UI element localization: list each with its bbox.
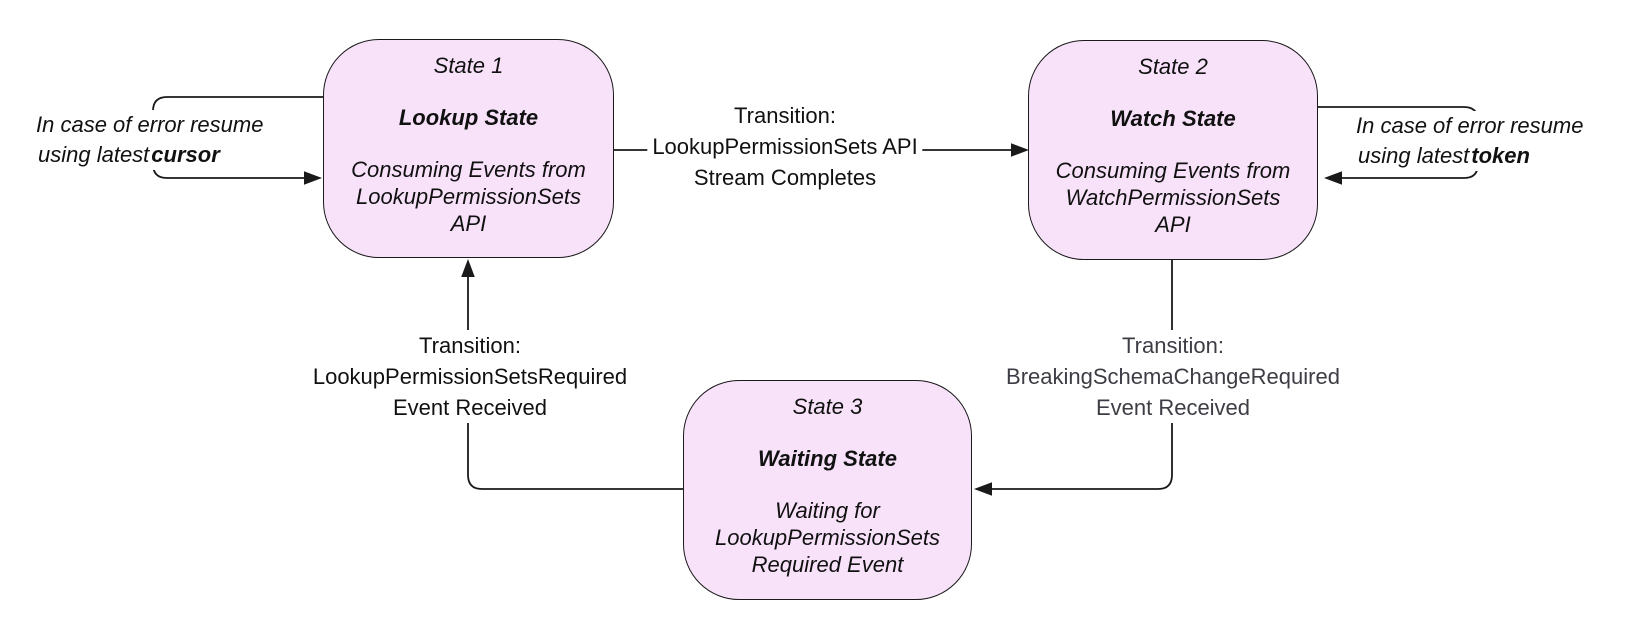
transition-label-line: Event Received [387, 392, 553, 423]
state-description: Waiting for LookupPermissionSets Require… [714, 498, 940, 577]
error-note-line: using latest cursor [34, 140, 222, 170]
error-note-keyword: token [1471, 143, 1530, 168]
arrowhead-lookup-to-watch-icon [1011, 143, 1029, 157]
transition-label-line: Stream Completes [688, 162, 882, 193]
arrowhead-lookup-error-loop-icon [304, 171, 322, 185]
state-description: Consuming Events from WatchPermissionSet… [1055, 158, 1291, 237]
state-number: State 2 [1138, 54, 1208, 79]
arrow-watch-to-waiting [992, 260, 1173, 490]
transition-label-lookup-to-watch: Transition: LookupPermissionSets API Str… [647, 100, 923, 193]
transition-label-line: LookupPermissionSets API [647, 131, 923, 162]
transition-label-line: BreakingSchemaChangeRequired [1001, 361, 1345, 392]
transition-label-line: Transition: [414, 330, 526, 361]
state-description: Consuming Events from LookupPermissionSe… [351, 157, 586, 236]
state-title: Waiting State [758, 446, 897, 471]
arrowhead-watch-to-waiting-icon [974, 482, 992, 496]
error-note-keyword: cursor [151, 142, 220, 167]
state-node-watch: State 2 Watch State Consuming Events fro… [1028, 40, 1318, 260]
error-note-line: In case of error resume [1354, 111, 1586, 141]
arrowhead-waiting-to-lookup-icon [461, 259, 475, 277]
state-title: Watch State [1110, 106, 1236, 131]
transition-label-waiting-to-lookup: Transition: LookupPermissionSetsRequired… [307, 330, 633, 423]
state-number: State 3 [792, 394, 863, 419]
transition-label-watch-to-waiting: Transition: BreakingSchemaChangeRequired… [1001, 330, 1345, 423]
transition-label-line: Event Received [1090, 392, 1256, 423]
transition-label-line: Transition: [1117, 330, 1229, 361]
transition-label-line: Transition: [729, 100, 841, 131]
state-node-waiting: State 3 Waiting State Waiting for Lookup… [683, 380, 972, 600]
error-note-line: using latest token [1354, 141, 1532, 171]
arrow-waiting-to-lookup [467, 277, 683, 490]
error-note-cursor: In case of error resume using latest cur… [34, 110, 266, 170]
state-node-lookup: State 1 Lookup State Consuming Events fr… [323, 39, 614, 258]
arrowhead-watch-error-loop-icon [1324, 171, 1342, 185]
error-note-line: In case of error resume [34, 110, 266, 140]
state-title: Lookup State [398, 105, 539, 130]
error-note-token: In case of error resume using latest tok… [1354, 111, 1586, 171]
state-number: State 1 [433, 53, 504, 78]
transition-label-line: LookupPermissionSetsRequired [307, 361, 633, 392]
